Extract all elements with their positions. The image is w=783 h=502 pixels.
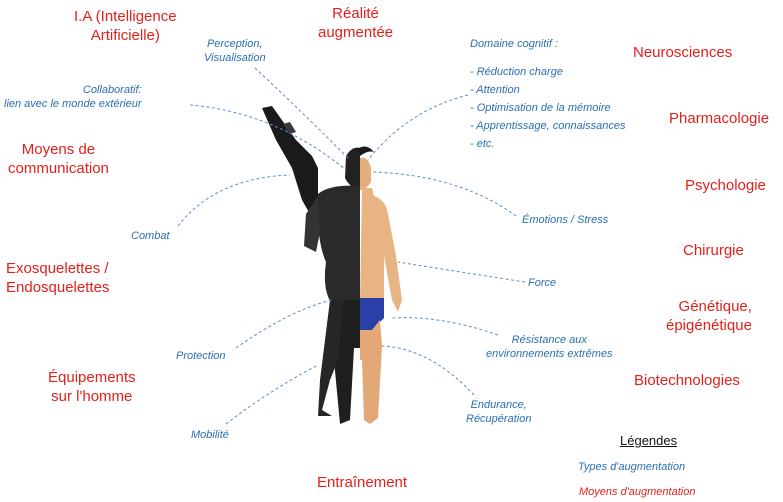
type-force: Force [528,277,556,291]
cognitif-item: - Apprentissage, connaissances [470,120,626,134]
means-biotechnologies: Biotechnologies [634,372,740,391]
means-equipements: Équipements sur l'homme [48,369,136,407]
means-entrainement: Entraînement [317,474,407,493]
legend-title: Légendes [620,433,677,448]
type-protection: Protection [176,350,226,364]
type-emotions-stress: Émotions / Stress [522,214,608,228]
means-pharmacologie: Pharmacologie [669,110,769,129]
type-endurance: Endurance, Récupération [466,399,531,427]
means-chirurgie: Chirurgie [683,242,744,261]
cognitif-item: - Réduction charge [470,66,563,80]
cognitif-item: - Optimisation de la mémoire [470,102,611,116]
type-domaine-cognitif: Domaine cognitif : [470,38,558,52]
soldier-figure [262,106,360,424]
type-combat: Combat [131,230,170,244]
connector-mobilite [226,365,318,424]
legend-types: Types d'augmentation [578,461,685,473]
connector-cognitif [368,95,468,160]
connector-emotions [372,172,516,216]
human-figure [356,146,402,424]
type-collaboratif: Collaboratif: lien avec le monde extérie… [4,84,142,112]
connector-combat [178,175,290,226]
means-moyens-communication: Moyens de communication [8,141,109,179]
means-ia: I.A (Intelligence Artificielle) [74,8,177,46]
cognitif-item: - etc. [470,138,494,152]
cognitif-item: - Attention [470,84,520,98]
connector-protection [236,300,332,348]
means-exosquelettes: Exosquelettes / Endosquelettes [6,260,109,298]
connector-resistance [392,318,498,335]
type-resistance: Résistance aux environnements extrêmes [486,334,613,362]
means-psychologie: Psychologie [685,177,766,196]
connector-force [398,262,525,282]
connector-endurance [382,346,474,395]
means-genetique: Génétique, épigénétique [666,298,752,336]
type-perception: Perception, Visualisation [204,38,266,66]
legend-means: Moyens d'augmentation [579,486,695,498]
means-neurosciences: Neurosciences [633,44,732,63]
type-mobilite: Mobilité [191,429,229,443]
means-realite-augmentee: Réalité augmentée [318,5,393,43]
